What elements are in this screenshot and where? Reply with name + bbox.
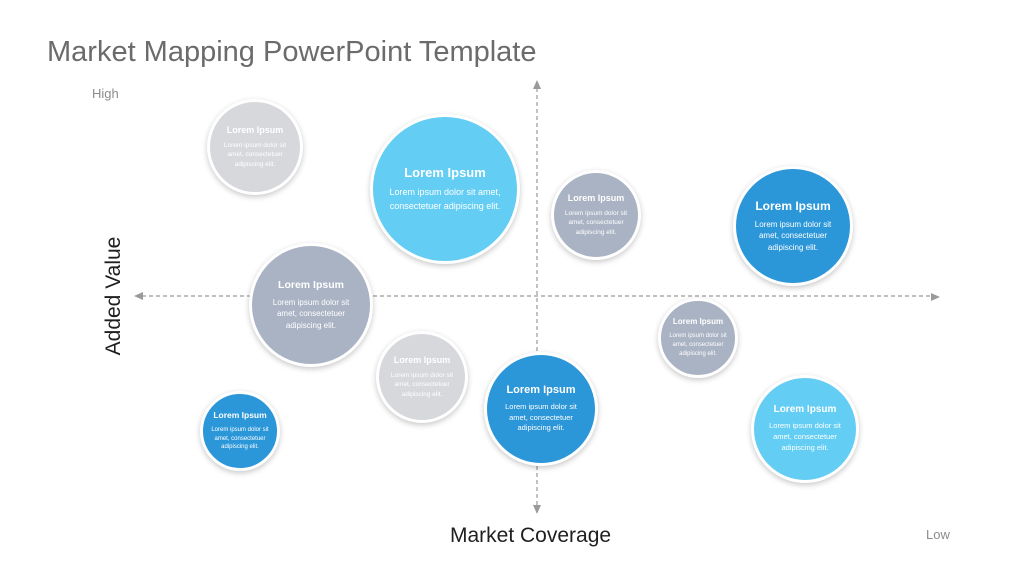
left-arrowhead-icon bbox=[134, 292, 143, 300]
bubble-title: Lorem Ipsum bbox=[506, 383, 576, 396]
high-label: High bbox=[92, 86, 119, 101]
down-arrowhead-icon bbox=[533, 505, 541, 514]
bubble-title: Lorem Ipsum bbox=[404, 165, 486, 181]
low-label: Low bbox=[926, 527, 950, 542]
y-axis-title: Added Value bbox=[102, 236, 125, 356]
bubble-text: Lorem ipsum dolor sit amet, consectetuer… bbox=[564, 209, 628, 236]
bubble-title: Lorem Ipsum bbox=[393, 354, 451, 365]
bubble-text: Lorem ipsum dolor sit amet, consectetuer… bbox=[754, 219, 832, 252]
bubble-title: Lorem Ipsum bbox=[672, 317, 724, 327]
bubble-text: Lorem ipsum dolor sit amet, consectetuer… bbox=[505, 401, 577, 433]
right-arrowhead-icon bbox=[931, 293, 940, 301]
bubble-text: Lorem ipsum dolor sit amet, consectetuer… bbox=[272, 297, 350, 330]
bubble-title: Lorem Ipsum bbox=[755, 198, 831, 213]
up-arrowhead-icon bbox=[533, 80, 541, 89]
x-axis-title: Market Coverage bbox=[450, 524, 612, 547]
bubble-title: Lorem Ipsum bbox=[567, 192, 625, 203]
bubble-text: Lorem ipsum dolor sit amet, consectetuer… bbox=[769, 421, 841, 452]
bubble-text: Lorem ipsum dolor sit amet, consectetuer… bbox=[389, 187, 501, 211]
bubble-title: Lorem Ipsum bbox=[278, 278, 344, 291]
bubble-title: Lorem Ipsum bbox=[226, 124, 284, 135]
bubble-text: Lorem ipsum dolor sit amet, consectetuer… bbox=[223, 141, 287, 168]
bubble-text: Lorem ipsum dolor sit amet, consectetuer… bbox=[669, 333, 727, 357]
bubble-title: Lorem Ipsum bbox=[213, 409, 267, 420]
slide-title: Market Mapping PowerPoint Template bbox=[47, 36, 537, 68]
bubble-text: Lorem ipsum dolor sit amet, consectetuer… bbox=[211, 426, 269, 451]
bubble-text: Lorem ipsum dolor sit amet, consectetuer… bbox=[390, 371, 454, 398]
bubble-title: Lorem Ipsum bbox=[773, 404, 837, 416]
